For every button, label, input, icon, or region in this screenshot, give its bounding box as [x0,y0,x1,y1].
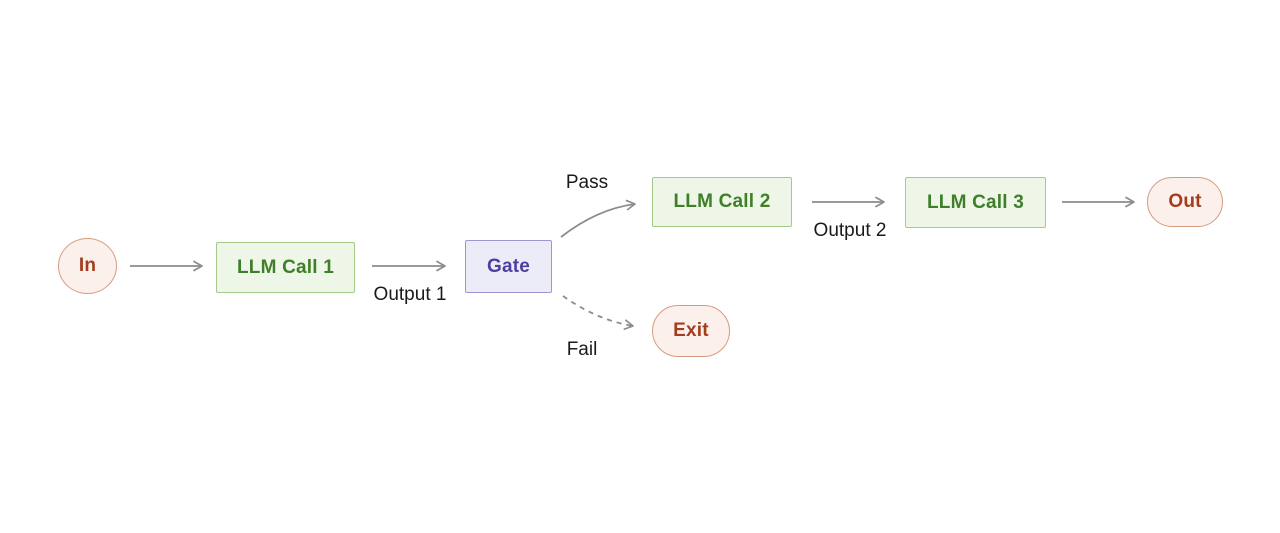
edge-label-fail: Fail [566,339,598,360]
edge-label-pass: Pass [565,172,609,193]
edge-label-output-1: Output 1 [373,284,447,305]
node-gate: Gate [465,240,552,293]
node-out: Out [1147,177,1223,227]
edge-gate-to-exit-fail [562,295,634,330]
node-exit: Exit [652,305,730,357]
edge-gate-to-llm2-pass [560,199,636,238]
edge-label-output-2: Output 2 [813,220,887,241]
node-llm-call-1: LLM Call 1 [216,242,355,293]
node-in: In [58,238,117,294]
node-llm-call-3: LLM Call 3 [905,177,1046,228]
node-llm-call-2: LLM Call 2 [652,177,792,227]
